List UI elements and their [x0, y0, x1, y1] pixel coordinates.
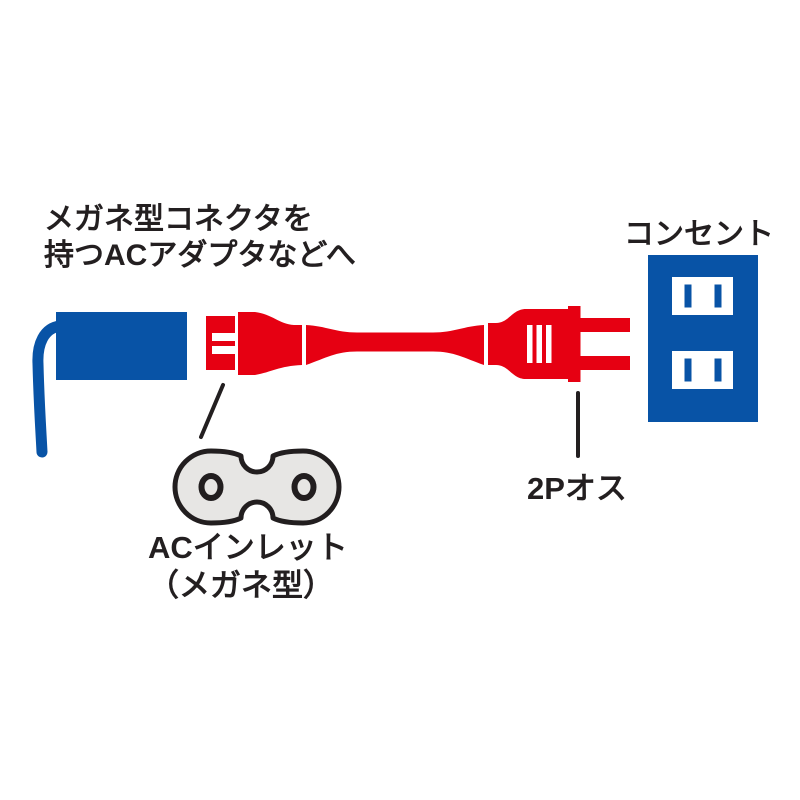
- short-power-cable: [306, 325, 484, 365]
- outlet-label: コンセント: [624, 218, 774, 251]
- ac-adapter-body: [56, 312, 187, 380]
- ac-inlet-line2: （メガネ型）: [148, 568, 334, 603]
- ac-inlet-megane-shape: [172, 448, 342, 526]
- callout-line-inlet: [199, 383, 225, 439]
- megane-connector-c7: [206, 312, 302, 375]
- plug-2p-male: [488, 306, 630, 382]
- adapter-note-label: メガネ型コネクタを 持つACアダプタなどへ: [44, 202, 356, 274]
- wall-outlet: [648, 255, 758, 422]
- adapter-cord: [32, 320, 66, 458]
- ac-inlet-label: ACインレット （メガネ型）: [148, 529, 348, 605]
- adapter-note-line2: 持つACアダプタなどへ: [44, 239, 356, 272]
- adapter-note-line1: メガネ型コネクタを: [44, 203, 313, 236]
- plug-2p-label: 2Pオス: [527, 471, 627, 506]
- ac-inlet-line1: ACインレット: [148, 530, 348, 565]
